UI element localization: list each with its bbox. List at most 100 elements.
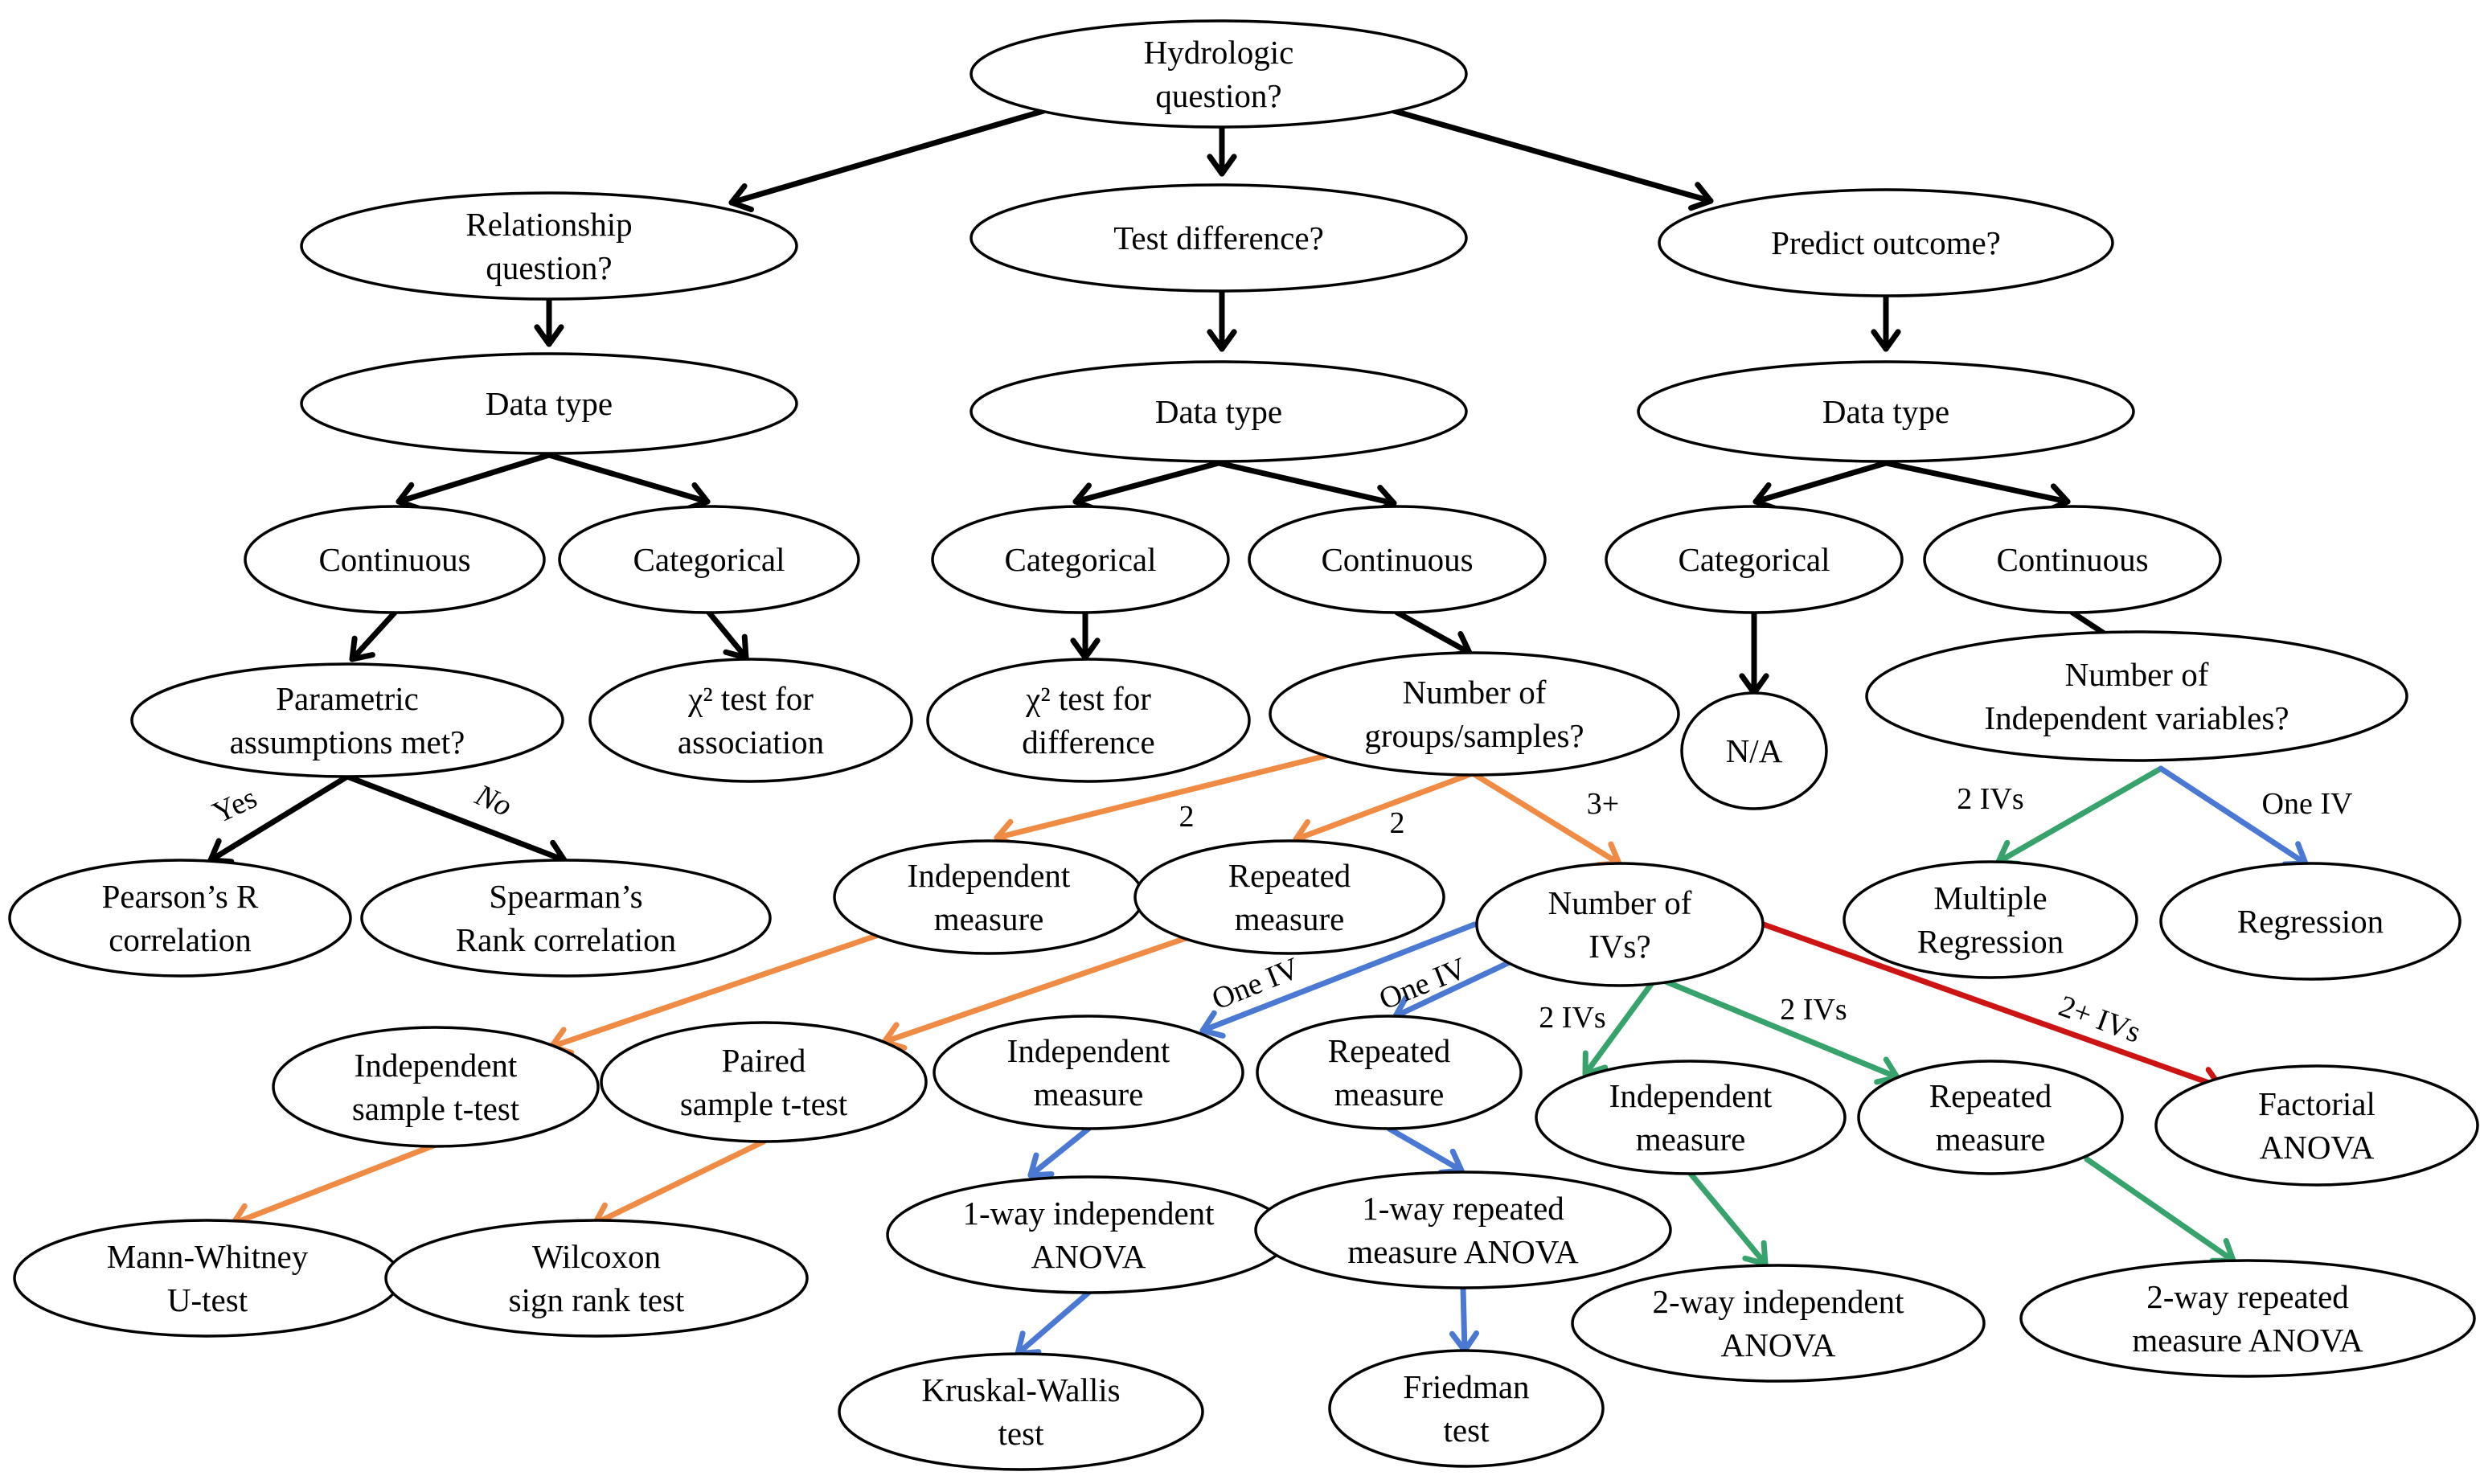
node-label: measure	[1334, 1076, 1445, 1113]
node-ellipse	[2159, 862, 2462, 981]
edge-groups-repeated	[1293, 770, 1476, 848]
node-pred-continuous: Continuous	[1923, 505, 2222, 614]
edge-rel-continuous-parametric	[349, 609, 398, 662]
edge-line	[396, 452, 552, 505]
edge-line	[344, 773, 568, 863]
node-label: measure	[1636, 1121, 1746, 1158]
arrowhead	[349, 635, 375, 662]
edge-root-relationship	[728, 108, 1047, 213]
node-label: correlation	[109, 921, 252, 958]
node-rel-continuous: Continuous	[244, 505, 546, 614]
arrowhead	[723, 633, 749, 661]
edge-label-yes: Yes	[207, 781, 262, 830]
node-label: measure	[1235, 900, 1345, 937]
edge-relationship-datatype	[534, 296, 564, 347]
node-regression: Regression	[2159, 862, 2462, 981]
node-ellipse	[1680, 691, 1828, 810]
node-ellipse	[969, 19, 1468, 129]
edge-line	[1995, 765, 2164, 865]
edge-repeated2iv-twoway	[2084, 1156, 2236, 1264]
arrowhead	[728, 183, 755, 213]
node-ellipse	[600, 1021, 928, 1143]
node-label: U-test	[167, 1281, 248, 1318]
node-ellipse	[2019, 1259, 2476, 1378]
node-label: Independent	[355, 1047, 518, 1084]
node-ellipse	[969, 360, 1468, 463]
node-label: 1-way repeated	[1362, 1190, 1564, 1227]
edge-line	[1386, 1125, 1465, 1174]
node-rel-categorical: Categorical	[558, 505, 860, 614]
edge-indep1iv-oneway	[1027, 1125, 1092, 1179]
node-label: Number of	[2065, 656, 2209, 693]
node-dt-difference: Data type	[969, 360, 1468, 463]
node-ellipse	[1328, 1349, 1605, 1468]
node-dt-relationship: Data type	[300, 352, 798, 455]
node-label: Factorial	[2258, 1085, 2375, 1122]
node-ellipse	[588, 658, 913, 783]
edge-line	[728, 108, 1047, 206]
node-label: Repeated	[1929, 1077, 2052, 1114]
node-label: 2-way independent	[1652, 1283, 1904, 1320]
edge-root-test-difference	[1207, 125, 1237, 177]
edge-line	[207, 773, 350, 863]
node-label: Rank correlation	[456, 921, 676, 958]
node-ellipse	[1865, 630, 2408, 762]
node-ellipse	[1843, 860, 2138, 979]
node-label: ANOVA	[1721, 1326, 1836, 1363]
edge-label-one-iv-predict: One IV	[2262, 787, 2353, 821]
arrowhead	[1582, 1050, 1609, 1077]
node-ellipse	[244, 505, 546, 614]
edge-line	[349, 609, 398, 662]
node-label: Pearson’s R	[102, 878, 259, 915]
arrowhead	[1199, 1010, 1226, 1039]
edge-line	[592, 1138, 767, 1227]
node-diff-categorical: Categorical	[931, 505, 1230, 614]
node-ellipse	[926, 658, 1251, 783]
node-ellipse	[2154, 1064, 2479, 1187]
node-pearson: Pearson’s R correlation	[8, 859, 352, 978]
node-ellipse	[931, 505, 1230, 614]
edge-oneway-kruskal	[1015, 1289, 1092, 1357]
node-label: difference	[1022, 724, 1154, 760]
edge-line	[1392, 958, 1515, 1019]
node-label: Number of	[1548, 884, 1692, 921]
edge-dt-rel-categorical	[546, 452, 711, 512]
edge-line	[1752, 460, 1889, 505]
node-label: Parametric	[276, 680, 419, 717]
node-ellipse	[1658, 188, 2114, 297]
edge-line	[1391, 108, 1714, 204]
node-label: Paired	[722, 1042, 806, 1079]
node-label: χ² test for	[687, 680, 814, 717]
node-ellipse	[1605, 505, 1904, 614]
edge-label-groups-three-plus: 3+	[1587, 787, 1619, 821]
node-na: N/A	[1680, 691, 1828, 810]
node-label: test	[998, 1415, 1045, 1452]
node-label: Repeated	[1228, 857, 1351, 894]
edge-diff-categorical-chi	[1070, 609, 1101, 661]
node-label: Independent variables?	[1984, 699, 2289, 736]
edge-line	[1394, 609, 1473, 656]
node-label: question?	[486, 249, 612, 286]
edge-line	[230, 1142, 439, 1227]
node-label: Independent	[1609, 1077, 1773, 1114]
edge-line	[546, 452, 711, 505]
node-label: Wilcoxon	[532, 1238, 661, 1275]
arrowhead	[1207, 154, 1237, 177]
edge-testdiff-datatype	[1207, 288, 1237, 352]
edge-pred-categorical-na	[1739, 609, 1769, 696]
